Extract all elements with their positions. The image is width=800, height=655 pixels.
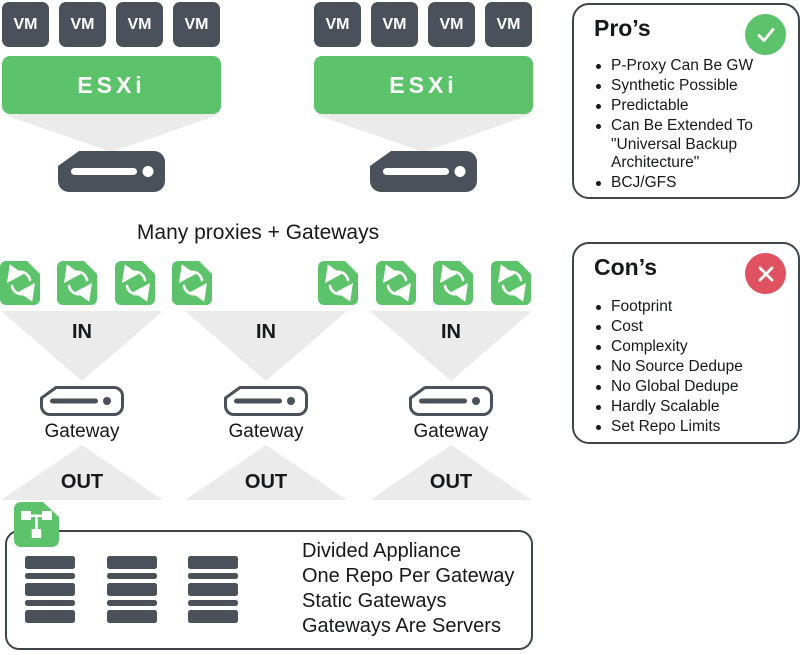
cons-panel: Con’s Footprint Cost Complexity No Sourc… [572,242,800,444]
cons-item: Hardly Scalable [594,398,790,417]
gateway-server-icon [409,386,493,416]
in-funnel: IN [1,311,163,381]
vm-box: VM [173,2,220,47]
cons-item: Set Repo Limits [594,418,790,437]
funnel-down-shape [314,114,533,152]
vm-box: VM [59,2,106,47]
repository-box [5,530,533,650]
cons-item: Footprint [594,298,790,317]
network-topology-icon [14,502,59,547]
disk-bar [188,600,238,606]
disk-bar [188,556,238,569]
repo-note-line: Gateways Are Servers [302,615,501,637]
in-label: IN [72,321,92,343]
proxy-sync-icon [318,261,358,305]
out-funnel: OUT [1,445,163,500]
vm-box: VM [116,2,163,47]
cons-title: Con’s [594,254,658,280]
x-icon [745,253,786,294]
gateway-label: Gateway [44,421,120,442]
proxy-appliance-icon [58,151,165,192]
disk-bar [25,583,75,596]
disk-bar [107,556,157,569]
pros-item: Synthetic Possible [594,77,790,96]
repo-notes: Divided Appliance One Repo Per Gateway S… [302,539,514,639]
esxi-host-group-2: VM VM VM VM ESXi [314,0,534,195]
disk-bar [188,573,238,579]
disk-bar [107,573,157,579]
repo-note-line: Divided Appliance [302,540,461,562]
esxi-bar: ESXi [314,56,533,114]
gateway-label: Gateway [228,421,304,442]
proxy-sync-icon [376,261,416,305]
cons-item: Cost [594,318,790,337]
vm-label: VM [70,15,95,33]
cons-item: Complexity [594,338,790,357]
vm-label: VM [127,15,152,33]
vm-label: VM [439,15,464,33]
proxy-sync-icon [115,261,155,305]
in-label: IN [256,321,276,343]
section-title: Many proxies + Gateways [136,221,380,244]
pros-item: Predictable [594,97,790,116]
disk-bar [25,573,75,579]
funnel-down-shape [2,114,221,152]
proxy-appliance-icon [370,151,477,192]
gateway-server-icon [224,386,308,416]
disk-bar [188,610,238,623]
esxi-label: ESXi [77,71,146,98]
vm-box: VM [2,2,49,47]
vm-label: VM [325,15,350,33]
disk-bar [107,600,157,606]
repo-disk-stack [107,556,157,627]
vm-box: VM [428,2,475,47]
pros-item: P-Proxy Can Be GW [594,57,790,76]
out-label: OUT [429,471,473,493]
vm-box: VM [314,2,361,47]
disk-bar [107,610,157,623]
disk-bar [25,610,75,623]
proxy-sync-icon [172,261,212,305]
proxy-sync-icon [57,261,97,305]
pros-list: P-Proxy Can Be GW Synthetic Possible Pre… [594,57,790,194]
vm-label: VM [13,15,38,33]
pros-item: BCJ/GFS [594,174,790,193]
repo-disk-stack [25,556,75,627]
pros-item: Can Be Extended To "Universal Backup Arc… [594,117,790,173]
vm-box: VM [371,2,418,47]
out-funnel: OUT [185,445,347,500]
vm-label: VM [496,15,521,33]
repo-note-line: One Repo Per Gateway [302,565,515,587]
disk-bar [188,583,238,596]
pros-panel: Pro’s P-Proxy Can Be GW Synthetic Possib… [572,3,800,199]
esxi-bar: ESXi [2,56,221,114]
gateway-server-icon [40,386,124,416]
vm-label: VM [382,15,407,33]
esxi-label: ESXi [389,71,458,98]
cons-list: Footprint Cost Complexity No Source Dedu… [594,298,790,438]
out-label: OUT [244,471,288,493]
check-icon [745,14,786,55]
esxi-host-group-1: VM VM VM VM ESXi [2,0,222,195]
cons-item: No Source Dedupe [594,358,790,377]
vm-label: VM [184,15,209,33]
disk-bar [25,600,75,606]
proxy-sync-icon [433,261,473,305]
in-funnel: IN [370,311,532,381]
in-label: IN [441,321,461,343]
pros-title: Pro’s [594,15,651,41]
repo-note-line: Static Gateways [302,590,447,612]
out-funnel: OUT [370,445,532,500]
vm-box: VM [485,2,532,47]
disk-bar [25,556,75,569]
gateway-label: Gateway [413,421,489,442]
proxy-sync-icon [491,261,531,305]
repo-disk-stack [188,556,238,627]
cons-item: No Global Dedupe [594,378,790,397]
in-funnel: IN [185,311,347,381]
disk-bar [107,583,157,596]
out-label: OUT [60,471,104,493]
proxy-sync-icon [0,261,40,305]
